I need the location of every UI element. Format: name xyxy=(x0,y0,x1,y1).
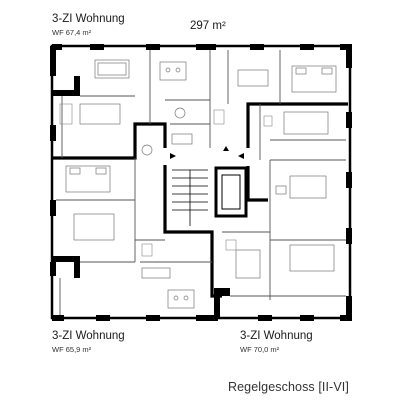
unit-3-name: 3-ZI Wohnung xyxy=(240,330,313,342)
interior-walls xyxy=(56,50,346,315)
facade-piers xyxy=(50,44,352,321)
unit-1-area: WF 67,4 m² xyxy=(52,28,92,37)
unit-2-area: WF 65,9 m² xyxy=(52,345,92,354)
stair-core xyxy=(172,166,248,226)
floor-level-label: Regelgeschoss [II-VI] xyxy=(228,380,349,394)
entry-markers xyxy=(170,146,244,159)
outer-walls xyxy=(50,44,352,320)
unit-separating-walls xyxy=(52,102,348,298)
furniture xyxy=(65,59,337,309)
unit-1-name: 3-ZI Wohnung xyxy=(52,13,125,25)
total-area-label: 297 m² xyxy=(190,20,226,32)
bath-fixtures xyxy=(59,103,273,257)
balcony-walls xyxy=(52,76,230,318)
unit-3-area: WF 70,0 m² xyxy=(240,345,280,354)
unit-2-name: 3-ZI Wohnung xyxy=(52,330,125,342)
